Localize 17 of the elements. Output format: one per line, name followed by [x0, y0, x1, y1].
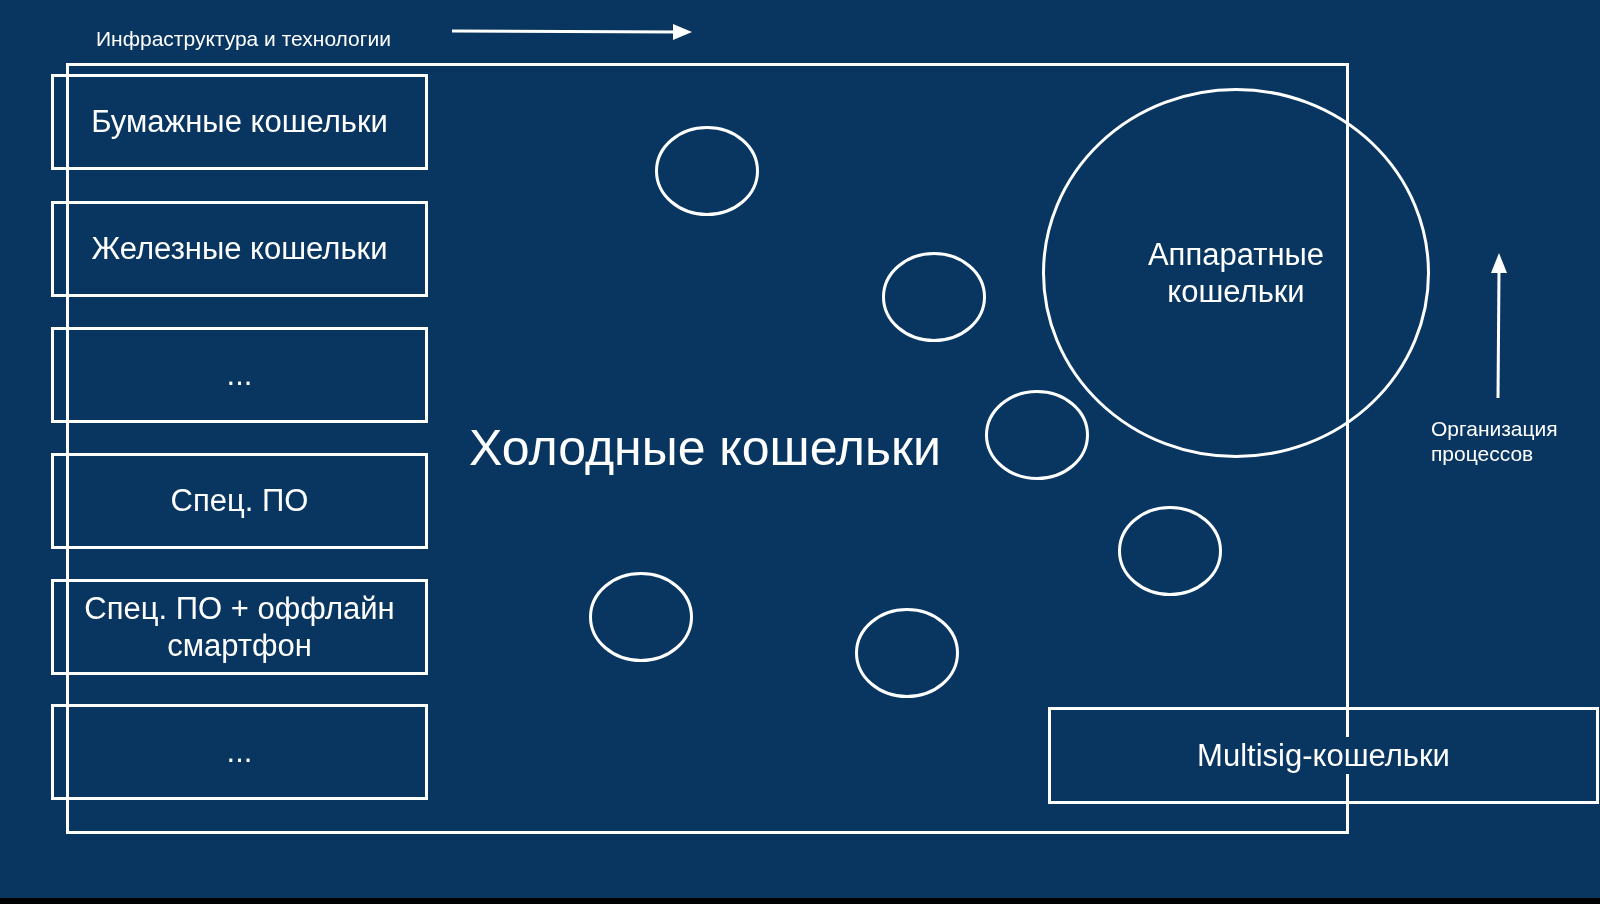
box-label: ... [226, 733, 253, 771]
circle-shape [882, 252, 986, 342]
box-label: ... [226, 356, 253, 394]
wallet-box [1048, 707, 1599, 804]
box-label: Бумажные кошельки [91, 103, 388, 141]
circle-shape [855, 608, 959, 698]
circle-shape [1118, 506, 1222, 596]
circle-shape [655, 126, 759, 216]
circle-label: Аппаратные кошельки [1146, 235, 1326, 311]
box-label: Спец. ПО [170, 482, 309, 520]
axis-label: Организация процессов [1431, 416, 1559, 467]
circle-shape [589, 572, 693, 662]
box-label: Спец. ПО + оффлайн смартфон [83, 589, 396, 665]
axis-label: Инфраструктура и технологии [96, 26, 391, 52]
frame-title: Холодные кошельки [469, 419, 941, 478]
box-label: Железные кошельки [91, 230, 388, 268]
circle-shape [985, 390, 1089, 480]
